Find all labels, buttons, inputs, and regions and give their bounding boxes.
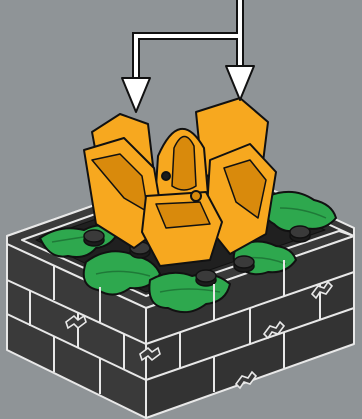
brick-clip-marks xyxy=(65,280,334,390)
stud xyxy=(83,229,105,247)
clip-mark xyxy=(65,314,87,330)
stud xyxy=(195,269,217,287)
stud xyxy=(233,255,255,273)
arrow-head-right xyxy=(225,65,255,101)
brick-pattern xyxy=(6,260,355,394)
leaf-right-back xyxy=(263,190,337,233)
flower-detail-dot xyxy=(161,171,171,181)
clip-mark xyxy=(262,320,286,340)
petal-front-center-shade xyxy=(155,201,211,229)
petal-front-left-shade xyxy=(91,153,149,213)
clip-mark xyxy=(234,370,258,390)
arrow-head-left xyxy=(121,77,151,113)
arrow-connector xyxy=(134,0,242,82)
flower-detail-dot xyxy=(190,190,202,202)
clip-mark xyxy=(310,280,334,300)
arrow-icon xyxy=(121,0,255,113)
petal-center-shade xyxy=(171,135,197,191)
flower-icon xyxy=(83,97,277,267)
stud xyxy=(289,225,311,243)
clip-mark xyxy=(139,346,161,362)
petal-front-right-shade xyxy=(223,159,267,219)
